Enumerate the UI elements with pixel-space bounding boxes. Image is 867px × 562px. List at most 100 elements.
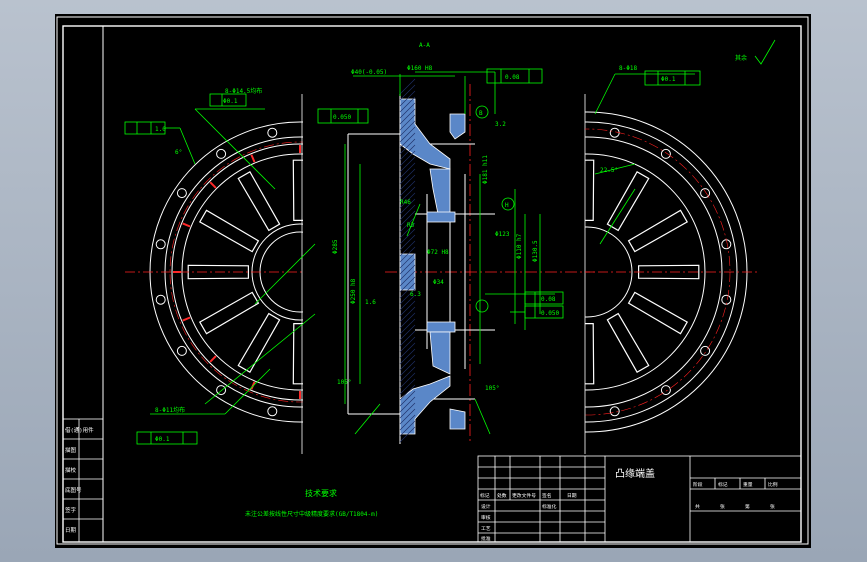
bolt-hole xyxy=(216,148,227,159)
roughness-note: 其余 xyxy=(735,54,747,62)
bolt-hole xyxy=(155,294,166,305)
tol-block-1: 0.08 xyxy=(541,296,556,303)
rib-slot xyxy=(198,209,260,253)
front-view-left xyxy=(125,121,303,423)
hatch-line xyxy=(399,312,416,329)
hatch-line xyxy=(399,240,416,257)
tb-header-3: 更改文件号 xyxy=(512,492,536,499)
dim-chamfer-top: R46 xyxy=(400,199,411,206)
tol-block-2: 0.050 xyxy=(541,310,559,317)
hatch-line xyxy=(399,366,416,383)
hatch-line xyxy=(399,210,416,227)
hatch-line xyxy=(399,174,416,191)
tb-row-design: 设计 xyxy=(481,503,491,510)
bolt-hole xyxy=(155,239,166,250)
hatch-line xyxy=(399,186,416,203)
cad-drawing: 借(通)用件 描图 描校 底图号 签字 日期 xyxy=(56,16,809,545)
right-view-dimensions xyxy=(594,39,776,245)
section-dimensions xyxy=(317,68,564,435)
hatch-line xyxy=(399,426,416,443)
outer-frame xyxy=(56,16,809,545)
tb-stage-1: 阶段 xyxy=(693,481,703,488)
rough-2: 1.6 xyxy=(365,299,376,306)
hatch-line xyxy=(399,330,416,347)
rib-slot xyxy=(237,312,281,374)
margin-row-3: 描校 xyxy=(65,466,77,474)
hatch-line xyxy=(399,162,416,179)
hatch-line xyxy=(399,384,416,401)
tb-row-approve: 批准 xyxy=(481,535,491,542)
rib-slot xyxy=(292,159,303,221)
rough-3: 6.3 xyxy=(410,291,421,298)
rib-slot xyxy=(237,170,281,232)
hatch-line xyxy=(399,288,416,305)
rib-slot xyxy=(187,264,249,280)
margin-row-5: 签字 xyxy=(65,506,77,514)
bolt-hole xyxy=(267,127,278,138)
hatch-line xyxy=(399,84,416,101)
margin-row-6: 日期 xyxy=(65,527,77,534)
dim-runout-top: 0.08 xyxy=(505,74,520,81)
hatch-line xyxy=(399,360,416,377)
hatch-line xyxy=(399,78,416,95)
left-holes-bottom-label: 8-Φ11均布 xyxy=(155,406,185,414)
rib-slot xyxy=(585,323,595,385)
hatch-line xyxy=(399,180,416,197)
hatch-line xyxy=(399,306,416,323)
margin-row-4: 底图号 xyxy=(65,486,82,494)
hatch-line xyxy=(399,222,416,239)
angle-bottom-left: 105° xyxy=(337,379,351,386)
dim-center2: Φ34 xyxy=(433,279,444,286)
hatch-line xyxy=(399,414,416,431)
rib-slot xyxy=(627,291,689,335)
dim-mid2: Φ123 xyxy=(495,231,510,238)
dim-center: Φ72 H8 xyxy=(427,249,449,256)
hatch-line xyxy=(399,192,416,209)
hatch-line xyxy=(399,144,416,161)
rib-slot xyxy=(638,264,700,280)
tb-standard: 标准化 xyxy=(542,503,557,510)
title-block xyxy=(477,455,802,543)
hatch-line xyxy=(399,342,416,359)
hatch-line xyxy=(399,276,416,293)
hatch-line xyxy=(399,252,416,269)
left-holes-top-label: 8-Φ14.5均布 xyxy=(225,87,262,95)
inner-frame xyxy=(62,25,802,543)
bolt-hole xyxy=(176,345,187,356)
margin-row-2: 描图 xyxy=(65,446,77,454)
rough-1: 3.2 xyxy=(495,121,506,128)
right-flatness: Φ0.1 xyxy=(661,76,676,83)
bolt-hole xyxy=(700,188,711,199)
rib-slot xyxy=(627,209,689,253)
bolt-hole xyxy=(660,385,671,396)
tb-stage-4: 比例 xyxy=(768,481,778,488)
bolt-hole xyxy=(700,345,711,356)
bolt-hole xyxy=(609,406,620,417)
margin-row-1: 借(通)用件 xyxy=(65,426,94,434)
hatch-line xyxy=(399,420,416,437)
hatch-line xyxy=(399,108,416,125)
hatch-line xyxy=(399,372,416,389)
right-angle: 22.5° xyxy=(600,167,618,174)
rib-slot xyxy=(585,159,595,221)
left-margin-table xyxy=(62,418,104,543)
rim-tick xyxy=(182,316,191,322)
section-view xyxy=(347,78,595,444)
rim-tick xyxy=(209,355,217,363)
hatch-line xyxy=(399,168,416,185)
drawing-title: 凸缘端盖 xyxy=(615,467,655,480)
tb-sheet-3: 第 xyxy=(745,503,750,510)
bolt-hole xyxy=(721,294,732,305)
section-label: A-A xyxy=(419,42,430,49)
rim-tick xyxy=(182,222,191,228)
hatch-line xyxy=(399,270,416,287)
right-holes-label: 8-Φ18 xyxy=(619,65,637,72)
hatch-line xyxy=(399,90,416,107)
hatch-line xyxy=(399,156,416,173)
hatch-line xyxy=(399,402,416,419)
tb-header-4: 签名 xyxy=(542,492,552,499)
dim-left-long: Φ285 xyxy=(332,239,339,254)
left-position-top: Φ0.1 xyxy=(223,98,238,105)
tb-sheet-4: 张 xyxy=(770,503,775,510)
dim-chamfer-note: R3 xyxy=(407,222,415,229)
